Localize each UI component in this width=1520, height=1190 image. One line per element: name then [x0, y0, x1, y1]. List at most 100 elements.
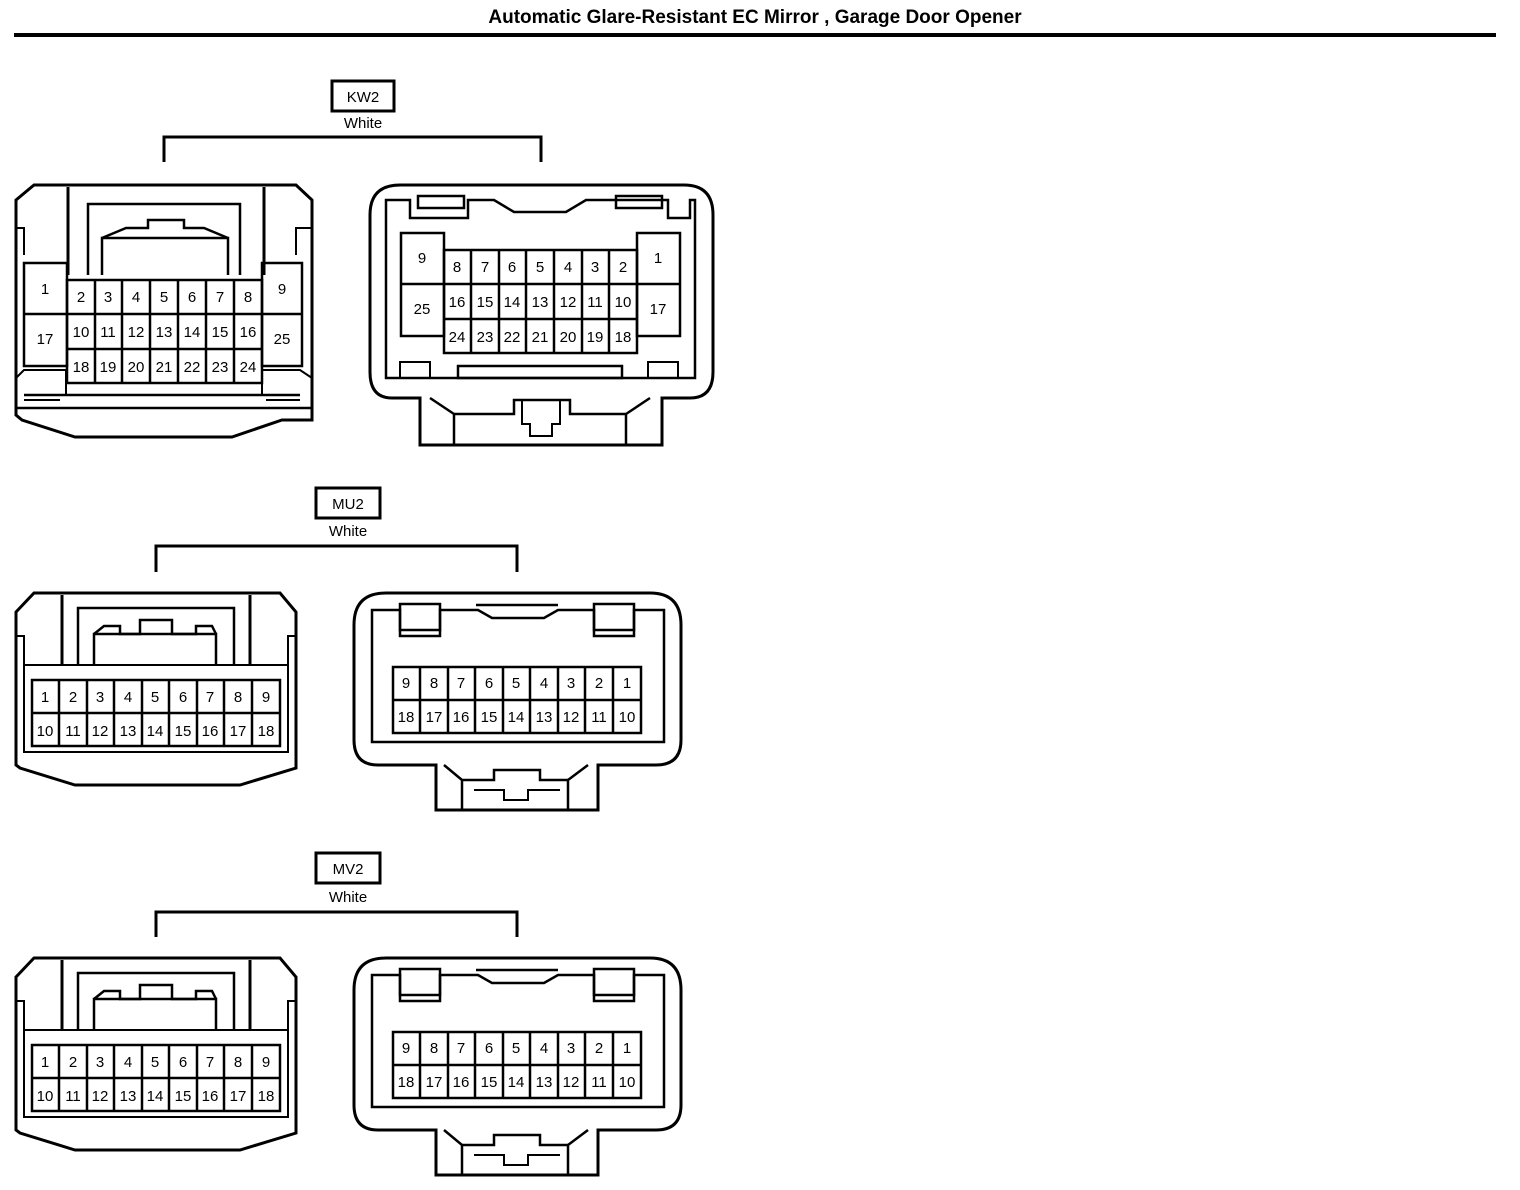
- pin-label: 12: [92, 1088, 109, 1105]
- pin-label: 15: [481, 1074, 498, 1091]
- pin-label: 7: [457, 675, 465, 692]
- pin-label: 12: [563, 1074, 580, 1091]
- pin-label: 13: [156, 324, 173, 341]
- pin-label: 5: [151, 689, 159, 706]
- pin-label: 11: [591, 1074, 607, 1091]
- pin-label: 25: [274, 331, 291, 348]
- pin-label: 9: [402, 1040, 410, 1057]
- pin-label: 15: [481, 709, 498, 726]
- pin-label: 12: [92, 723, 109, 740]
- pin-label: 3: [104, 289, 112, 306]
- pin-label: 3: [96, 689, 104, 706]
- pin-label: 15: [212, 324, 229, 341]
- female-pin-grid: [399, 231, 682, 355]
- pin-label: 13: [120, 723, 137, 740]
- pin-label: 6: [485, 1040, 493, 1057]
- pin-label: 21: [156, 359, 173, 376]
- pin-label: 6: [508, 259, 516, 276]
- male-pin-grid: [30, 1043, 282, 1113]
- pin-label: 17: [426, 709, 443, 726]
- pin-label: 9: [418, 250, 426, 267]
- pin-label: 16: [453, 1074, 470, 1091]
- connector-bracket: [154, 910, 519, 937]
- pin-label: 5: [512, 675, 520, 692]
- connector-kw2: KW2 White: [14, 79, 715, 447]
- pin-label: 20: [128, 359, 145, 376]
- pin-label: 4: [124, 689, 132, 706]
- female-pin-labels: 9 25 1 17 8 7 6 5 4 3 2 16 15 14 13 12 1…: [414, 250, 667, 346]
- pin-label: 1: [41, 689, 49, 706]
- pin-label: 13: [532, 294, 549, 311]
- female-pin-grid: [391, 1030, 643, 1100]
- pin-label: 15: [477, 294, 494, 311]
- pin-label: 11: [591, 709, 607, 726]
- pin-label: 9: [262, 689, 270, 706]
- male-connector-housing: [14, 956, 298, 1152]
- pin-label: 16: [202, 723, 219, 740]
- pin-label: 9: [402, 675, 410, 692]
- pin-label: 18: [398, 1074, 415, 1091]
- pin-label: 17: [230, 723, 247, 740]
- page-title: Automatic Glare-Resistant EC Mirror , Ga…: [488, 7, 1022, 28]
- pin-label: 12: [560, 294, 577, 311]
- pin-label: 4: [564, 259, 572, 276]
- pin-label: 14: [508, 1074, 525, 1091]
- pin-label: 5: [536, 259, 544, 276]
- pin-label: 11: [65, 723, 81, 740]
- pin-label: 22: [184, 359, 201, 376]
- pin-label: 16: [240, 324, 257, 341]
- pin-label: 17: [37, 331, 54, 348]
- connector-bracket: [162, 135, 543, 162]
- connector-color-label: White: [344, 115, 382, 132]
- pin-label: 2: [77, 289, 85, 306]
- pin-label: 10: [37, 723, 54, 740]
- pin-label: 10: [73, 324, 90, 341]
- pin-label: 12: [128, 324, 145, 341]
- pin-label: 15: [175, 1088, 192, 1105]
- connector-code-box: [314, 486, 382, 520]
- pin-label: 10: [37, 1088, 54, 1105]
- pin-label: 11: [587, 294, 603, 311]
- pin-label: 21: [532, 329, 549, 346]
- pin-label: 18: [258, 1088, 275, 1105]
- pin-label: 5: [512, 1040, 520, 1057]
- male-pin-grid: [22, 261, 304, 385]
- pin-label: 23: [477, 329, 494, 346]
- pin-label: 4: [540, 675, 548, 692]
- connector-color-label: White: [329, 889, 367, 906]
- pin-label: 1: [41, 281, 49, 298]
- pin-label: 6: [179, 689, 187, 706]
- pin-label: 9: [262, 1054, 270, 1071]
- connector-mv2: MV2 White 1 2 3 4: [14, 851, 683, 1177]
- male-pin-grid: [30, 678, 282, 748]
- pin-label: 1: [654, 250, 662, 267]
- pin-label: 7: [457, 1040, 465, 1057]
- pin-label: 23: [212, 359, 229, 376]
- connector-code-label: MU2: [332, 496, 364, 513]
- pin-label: 8: [234, 689, 242, 706]
- pin-label: 3: [567, 1040, 575, 1057]
- connector-color-label: White: [329, 523, 367, 540]
- pin-label: 13: [120, 1088, 137, 1105]
- connector-mu2: MU2 White 1 2 3 4: [14, 486, 683, 812]
- pin-label: 1: [623, 675, 631, 692]
- pin-label: 9: [278, 281, 286, 298]
- pin-label: 11: [100, 324, 116, 341]
- pin-label: 10: [619, 709, 636, 726]
- female-pin-labels: 9 8 7 6 5 4 3 2 1 18 17 16 15 14 13 12 1…: [398, 1040, 636, 1091]
- pin-label: 25: [414, 301, 431, 318]
- pin-label: 12: [563, 709, 580, 726]
- pin-label: 5: [160, 289, 168, 306]
- pin-label: 16: [453, 709, 470, 726]
- pin-label: 1: [41, 1054, 49, 1071]
- pin-label: 18: [73, 359, 90, 376]
- pin-label: 2: [69, 689, 77, 706]
- pin-label: 17: [230, 1088, 247, 1105]
- pin-label: 5: [151, 1054, 159, 1071]
- pin-label: 7: [216, 289, 224, 306]
- pin-label: 15: [175, 723, 192, 740]
- pin-label: 11: [65, 1088, 81, 1105]
- title-rule: [14, 33, 1496, 37]
- pin-label: 16: [449, 294, 466, 311]
